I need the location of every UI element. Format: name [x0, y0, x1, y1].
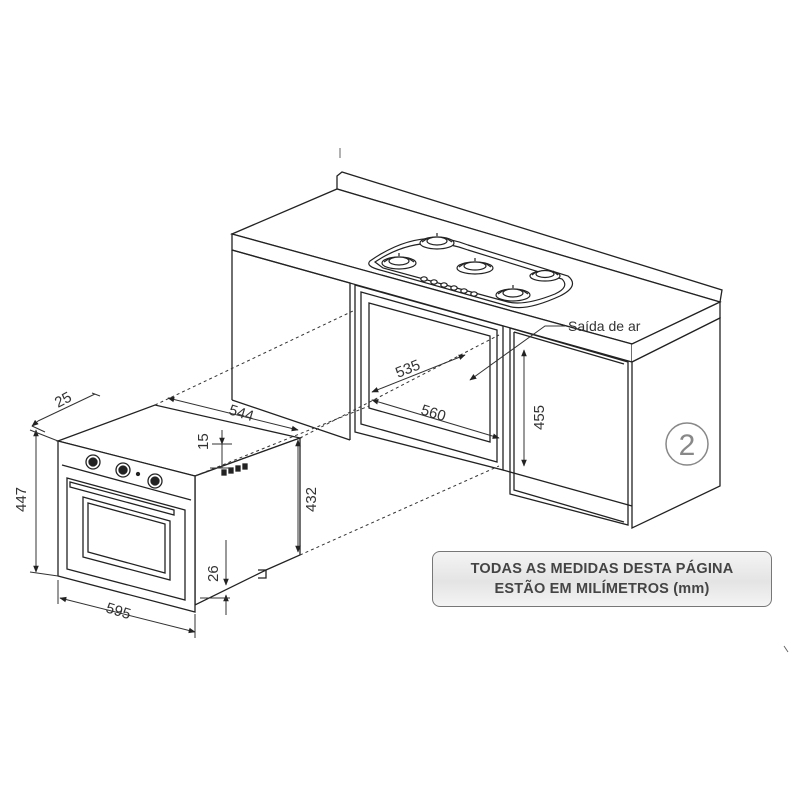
- burner-5: [495, 285, 531, 302]
- burner-3: [456, 258, 494, 275]
- cooktop-knobs: [420, 276, 478, 297]
- page-number: 2: [679, 429, 696, 462]
- right-door: [509, 327, 629, 526]
- dim-body-height: 447: [13, 487, 30, 512]
- oven-knobs: [85, 454, 163, 489]
- dim-panel-height: 15: [195, 433, 212, 450]
- units-note: TODAS AS MEDIDAS DESTA PÁGINA ESTÃO EM M…: [432, 551, 772, 607]
- burner-1: [419, 233, 455, 250]
- cabinet: [230, 171, 723, 530]
- units-note-line-1: TODAS AS MEDIDAS DESTA PÁGINA: [470, 561, 734, 577]
- cooktop: [368, 233, 574, 309]
- dim-depth-total: 544: [227, 402, 256, 426]
- dimension-lines: [29, 325, 565, 638]
- dim-depth-front: 25: [52, 389, 75, 412]
- dim-niche-width: 560: [419, 402, 448, 426]
- corner-tick: [339, 148, 789, 653]
- burner-2: [381, 253, 417, 270]
- page-number-badge: 2: [665, 422, 709, 466]
- oven-foot: [258, 569, 267, 579]
- units-note-line-2: ESTÃO EM MILÍMETROS (mm): [494, 581, 710, 597]
- dim-width: 595: [104, 600, 133, 624]
- oven: [55, 404, 303, 613]
- air-outlet-label: Saída de ar: [568, 318, 641, 334]
- dim-niche-height: 455: [531, 405, 548, 430]
- dim-foot-height: 26: [205, 565, 222, 582]
- burner-4: [529, 269, 561, 282]
- left-panel: [231, 249, 351, 440]
- projection-lines: [154, 309, 500, 556]
- backsplash: [336, 171, 723, 303]
- dim-inner-height: 432: [303, 487, 320, 512]
- oven-handle: [69, 481, 175, 516]
- cabinet-side: [631, 316, 721, 530]
- oven-window: [82, 496, 171, 581]
